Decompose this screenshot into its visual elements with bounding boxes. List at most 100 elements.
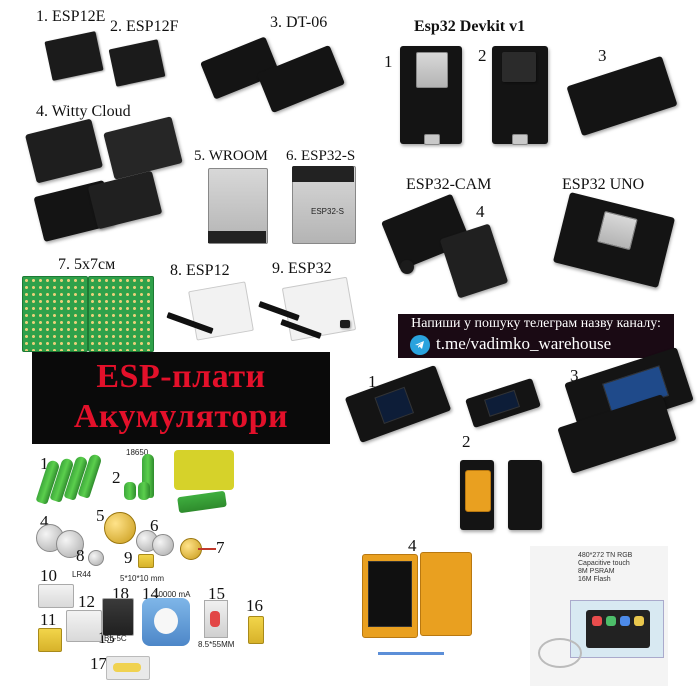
coin-cell-gold — [104, 512, 136, 544]
esp32-tactile-button — [340, 320, 350, 328]
label-18650: 18650 — [126, 448, 149, 457]
telegram-channel-link[interactable]: t.me/vadimko_warehouse — [436, 334, 612, 353]
telegram-icon — [410, 335, 430, 355]
lipo-pouch-12 — [66, 610, 102, 642]
battery-number-16: 16 — [246, 596, 263, 615]
battery-number-5: 5 — [96, 506, 105, 525]
tft-board-2-screen — [484, 389, 521, 417]
label-esp12-adapter: 8. ESP12 — [170, 262, 230, 279]
witty-board-stack-image — [103, 116, 183, 180]
esp12-adapter-image — [188, 281, 254, 341]
tft-board-1-image — [344, 365, 452, 443]
esp32s-module-image: ESP32-S — [292, 166, 356, 244]
proto-board-left-image — [22, 276, 88, 352]
battery-15-image — [204, 600, 228, 638]
tft-board-1-screen — [374, 386, 415, 424]
label-size-5x10: 5*10*10 mm — [120, 574, 165, 583]
spec-flash: 16M Flash — [578, 576, 611, 583]
devkit-front-usb — [424, 134, 440, 145]
battery-pack-image — [174, 450, 234, 490]
label-proto-board: 7. 5x7см — [58, 256, 116, 273]
proto-board-right-image — [88, 276, 154, 352]
display-5-screen — [586, 610, 650, 648]
battery-number-8: 8 — [76, 546, 85, 565]
label-esp12e: 1. ESP12E — [36, 8, 106, 25]
lr44-cell — [88, 550, 104, 566]
devkit-number-3: 3 — [598, 46, 607, 65]
tft-number-1: 1 — [368, 372, 377, 391]
label-10000mah: 10000 mA — [154, 590, 191, 599]
battery-number-11: 11 — [40, 610, 57, 629]
witty-board-top-image — [24, 118, 104, 184]
bl5c-battery — [102, 598, 134, 636]
label-esp12f: 2. ESP12F — [110, 18, 179, 35]
app-icon — [634, 616, 644, 626]
coin-cell-small-b — [152, 534, 174, 556]
devkit-expansion-board-image — [566, 55, 678, 137]
esp32-cam-camera-lens — [400, 260, 414, 274]
battery-number-15: 15 — [208, 584, 225, 603]
display-5-spec-list: 480*272 TN RGB Capacitive touch 8M PSRAM… — [578, 552, 632, 584]
esp32s-antenna-area — [292, 166, 354, 182]
wroom-module-image — [208, 168, 268, 244]
esp32-uno-image — [552, 192, 676, 288]
tft-board-2-top-image — [465, 377, 541, 429]
battery-number-4: 4 — [40, 512, 49, 531]
label-witty-cloud: 4. Witty Cloud — [36, 103, 131, 120]
tft-number-3: 3 — [570, 366, 579, 385]
tft-board-4-cable — [378, 652, 444, 655]
devkit-number-2: 2 — [478, 46, 487, 65]
tft-board-2-front-image — [460, 460, 494, 530]
label-bl5c: BL-5C — [104, 634, 127, 643]
lipo-pouch-11 — [38, 628, 62, 652]
display-5-panel: 480*272 TN RGB Capacitive touch 8M PSRAM… — [530, 546, 668, 686]
lipo-pouch-10 — [38, 584, 74, 608]
esp32s-chip-marking: ESP32-S — [311, 207, 344, 216]
banner-line-esp-boards: ESP-плати — [96, 358, 266, 395]
tft-board-2-display — [465, 470, 491, 512]
main-title-banner: ESP-плати Акумулятори — [32, 352, 330, 444]
app-icon — [592, 616, 602, 626]
spec-touch: Capacitive touch — [578, 560, 630, 567]
tft-board-4-front-image — [362, 554, 418, 638]
mini-lipo-cell — [138, 554, 154, 568]
telegram-banner: Напиши у пошуку телеграм назву каналу: t… — [398, 314, 674, 358]
powerbank-character — [154, 608, 178, 634]
label-dt06: 3. DT-06 — [270, 14, 328, 31]
battery-18650-short-b — [138, 482, 150, 500]
cam-number: 4 — [476, 202, 485, 221]
tft-board-4-screen — [368, 561, 412, 627]
label-esp32-uno: ESP32 UNO — [562, 176, 645, 193]
label-esp32s: 6. ESP32-S — [286, 148, 356, 164]
spec-psram: 8M PSRAM — [578, 568, 615, 575]
battery-number-1: 1 — [40, 454, 49, 473]
display-5-usb-cable — [538, 638, 582, 668]
tft-board-4-back-image — [420, 552, 472, 636]
powerbank-image — [142, 598, 190, 646]
battery-number-17: 17 — [90, 654, 107, 673]
coin-cell-tabbed-b — [56, 530, 84, 558]
tft-number-2: 2 — [462, 432, 471, 451]
app-icon — [606, 616, 616, 626]
devkit-number-1: 1 — [384, 52, 393, 71]
battery-number-2: 2 — [112, 468, 121, 487]
telegram-instruction: Напиши у пошуку телеграм назву каналу: — [411, 316, 661, 331]
label-esp32-cam: ESP32-CAM — [406, 176, 492, 193]
banner-line-batteries: Акумулятори — [73, 398, 289, 435]
battery-17-cell — [113, 663, 141, 672]
battery-15-cell — [210, 611, 220, 627]
spec-resolution: 480*272 TN RGB — [578, 552, 633, 559]
witty-board-side-image — [87, 170, 163, 230]
devkit-front-module — [416, 52, 448, 88]
battery-number-9: 9 — [124, 548, 133, 567]
lipo-pouch-16 — [248, 616, 264, 644]
esp12f-module-image — [108, 39, 166, 87]
tft-number-4: 4 — [408, 536, 417, 555]
devkit-angle-image — [492, 46, 548, 145]
label-esp32-adapter: 9. ESP32 — [272, 260, 332, 277]
esp12e-module-image — [44, 31, 104, 81]
esp32-uno-module — [597, 210, 638, 251]
label-wroom: 5. WROOM — [194, 148, 268, 164]
devkit-angle-module — [502, 52, 536, 82]
devkit-angle-usb — [512, 134, 528, 145]
